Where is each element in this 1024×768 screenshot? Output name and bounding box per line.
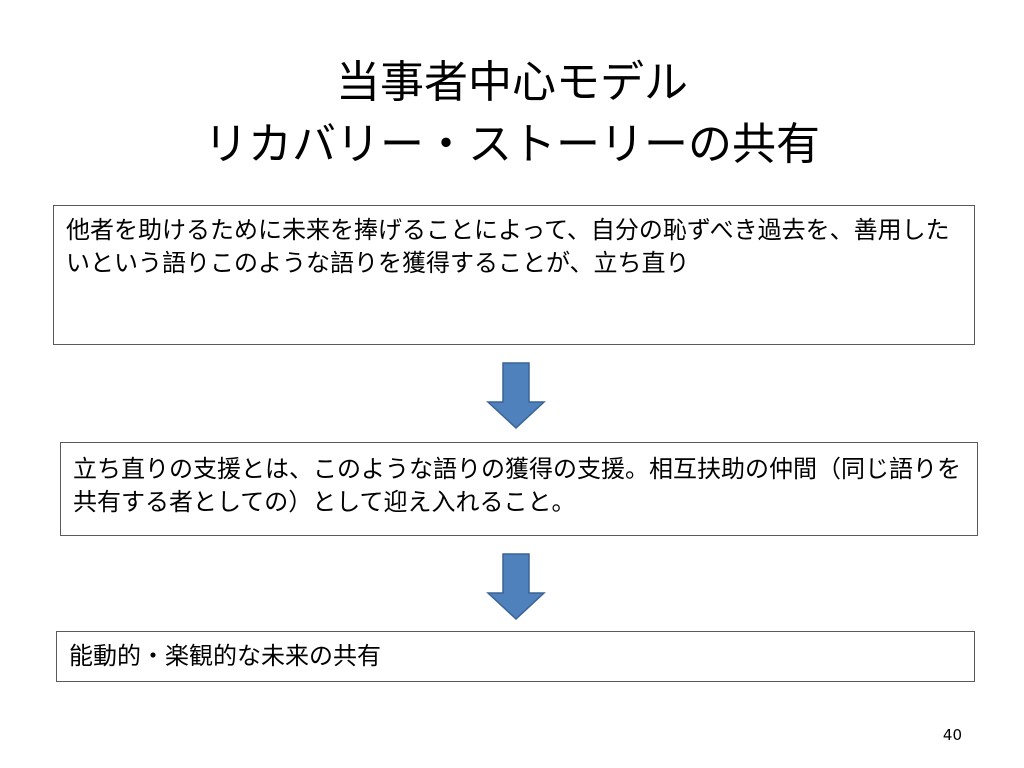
down-arrow-icon	[486, 553, 546, 621]
title-line-2: リカバリー・ストーリーの共有	[204, 119, 820, 170]
text-box-1: 他者を助けるために未来を捧げることによって、自分の恥ずべき過去を、善用したいとい…	[53, 205, 975, 345]
text-box-3: 能動的・楽観的な未来の共有	[56, 631, 975, 682]
page-number: 40	[942, 726, 962, 744]
text-box-2: 立ち直りの支援とは、このような語りの獲得の支援。相互扶助の仲間（同じ語りを共有す…	[60, 442, 978, 536]
title-line-1: 当事者中心モデル	[336, 57, 688, 108]
slide-title: 当事者中心モデル リカバリー・ストーリーの共有	[0, 52, 1024, 176]
down-arrow-icon	[486, 362, 546, 430]
